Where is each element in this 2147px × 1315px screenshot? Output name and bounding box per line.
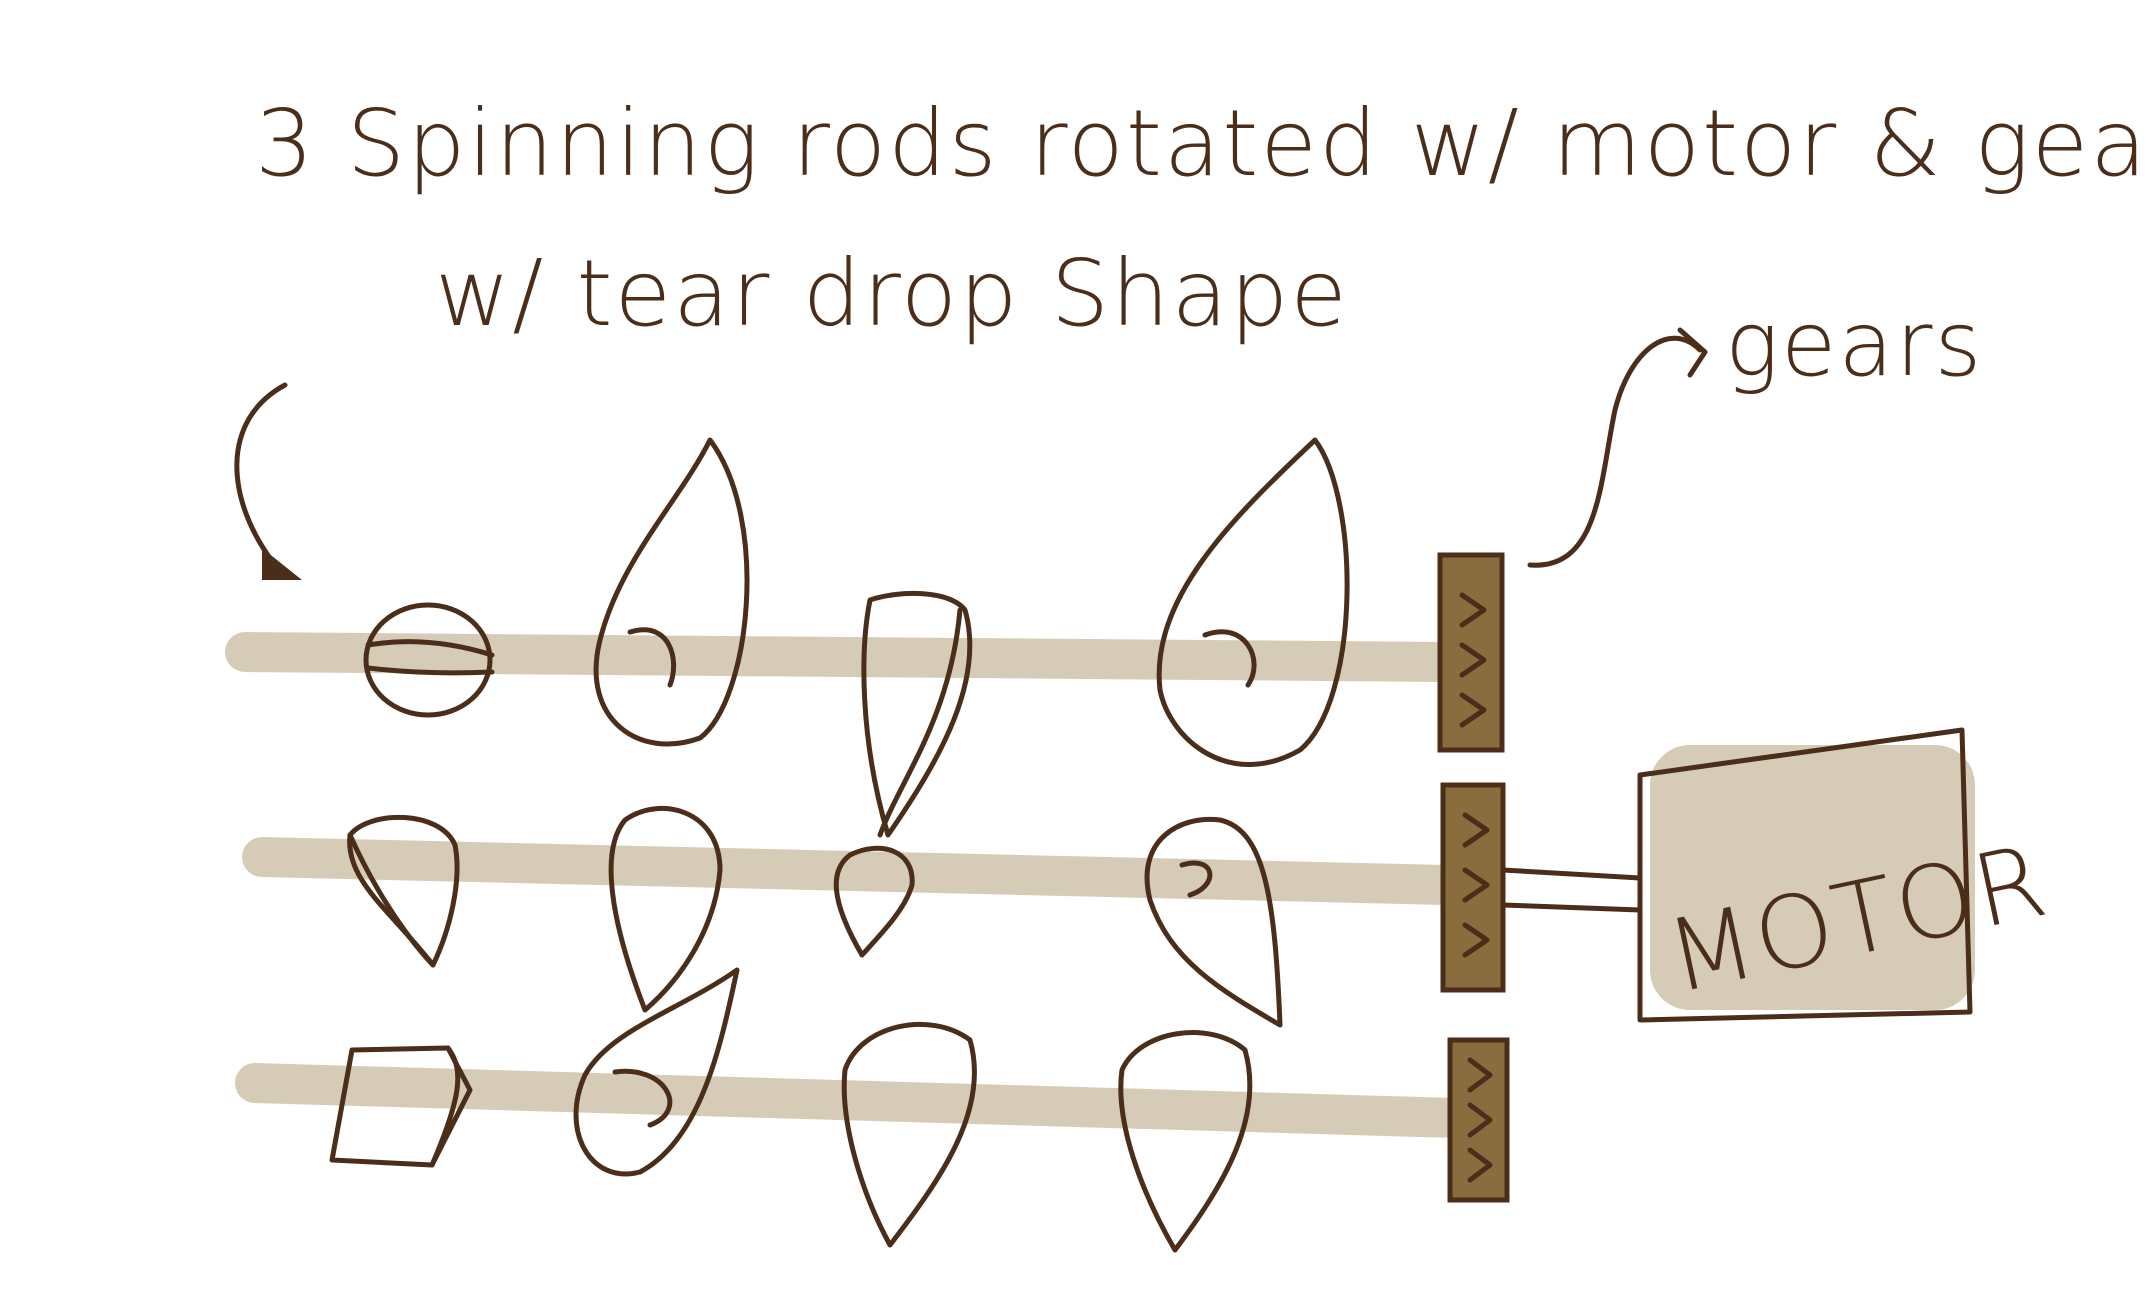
- blade-top-1: [363, 602, 495, 718]
- gear-top: [1437, 552, 1505, 753]
- gears-arrow: [1527, 327, 1708, 568]
- blade-middle-1: [347, 814, 460, 968]
- blade-bottom-1: [329, 1045, 473, 1168]
- blade-bottom-3: [841, 1021, 977, 1248]
- rod-top: [225, 632, 1465, 682]
- gear-middle: [1440, 782, 1506, 993]
- title-line-1: 3 Spinning rods rotated w/ motor & gear: [255, 90, 2147, 197]
- pointer-arrow: [234, 382, 302, 580]
- title-line-2: w/ tear drop Shape: [435, 240, 1349, 347]
- gear-bottom: [1447, 1037, 1510, 1203]
- blade-top-3: [861, 591, 973, 838]
- rod-bottom: [235, 1063, 1475, 1138]
- blade-middle-4: [1144, 816, 1283, 1028]
- blade-top-4: [1156, 437, 1350, 768]
- gears-label: gears: [1725, 292, 1983, 397]
- blade-top-2: [593, 437, 750, 747]
- blade-bottom-2: [573, 967, 740, 1177]
- blade-middle-2: [608, 805, 723, 1013]
- blade-middle-3: [833, 607, 963, 958]
- motor-shaft: [1500, 867, 1643, 913]
- blade-bottom-4: [1118, 1030, 1253, 1253]
- motor: [1637, 727, 1975, 1023]
